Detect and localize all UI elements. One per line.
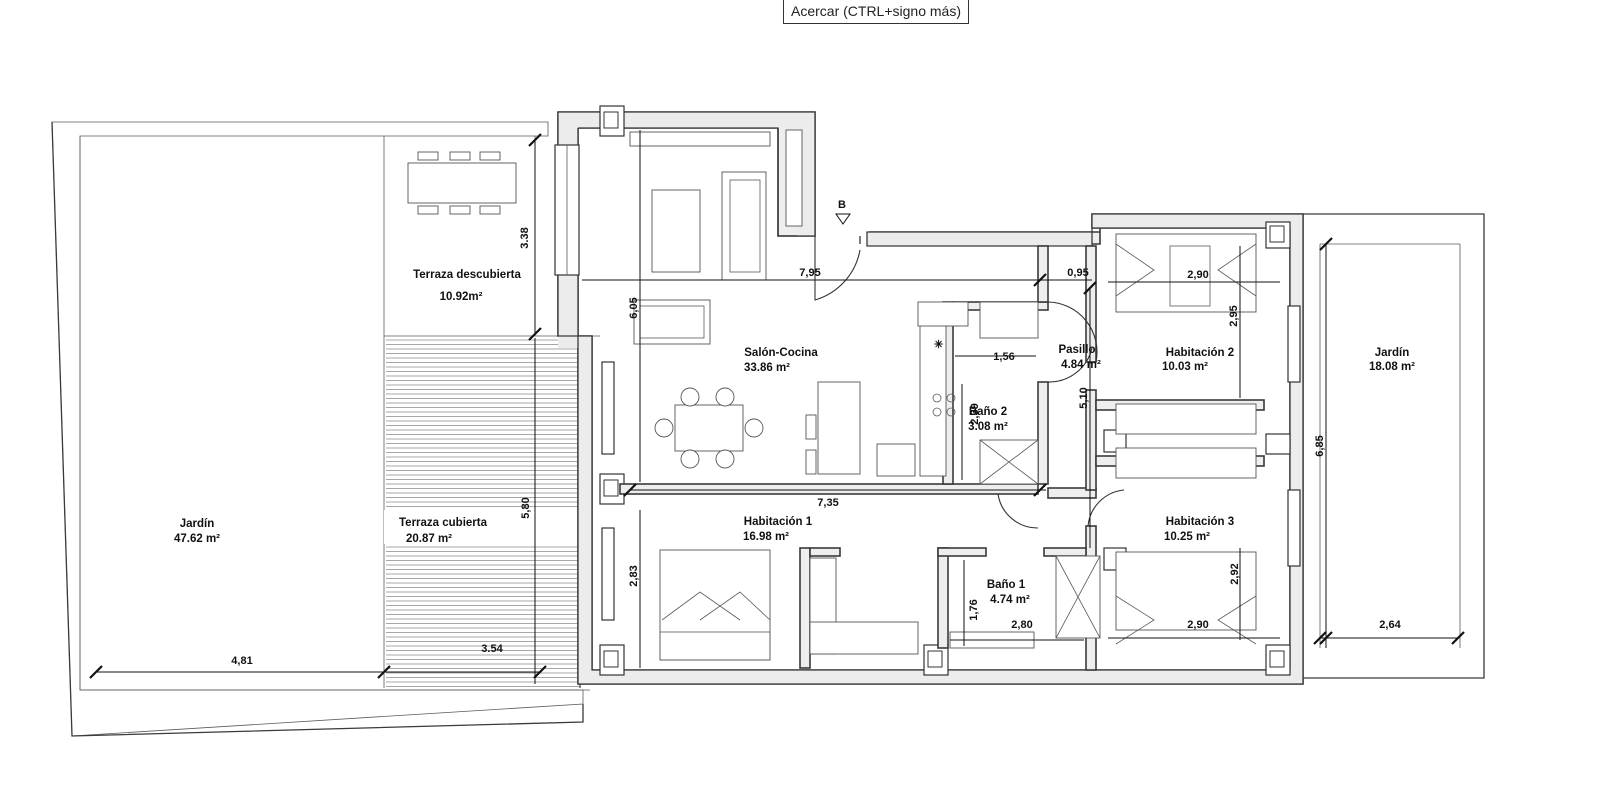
habitacion3-name: Habitación 3 (1166, 516, 1234, 528)
bano2-area: 3.08 m² (968, 421, 1008, 433)
bano1-name: Baño 1 (987, 579, 1026, 591)
bed-habitacion-1 (659, 549, 771, 661)
dim-1-56: 1,56 (993, 351, 1014, 363)
terraza-cubierta-area: 20.87 m² (406, 533, 452, 545)
section-marker-label: B (838, 199, 846, 211)
jardin-right-area: 18.08 m² (1369, 361, 1415, 373)
left-garden-area (51, 121, 600, 737)
dim-0-95: 0,95 (1067, 267, 1088, 279)
wardrobes (809, 403, 1257, 655)
room-labels: Jardín 47.62 m² Terraza descubierta 10.9… (174, 269, 1415, 606)
dim-7-95: 7,95 (799, 267, 820, 279)
bathroom-1-fixtures (949, 555, 1101, 649)
structural-columns (599, 105, 1291, 676)
dining-table-indoor (654, 387, 764, 469)
kitchen-units: ✳ (805, 301, 969, 477)
dim-7-35: 7,35 (817, 497, 838, 509)
dim-6-85: 6,85 (1314, 435, 1326, 456)
bano2-name: Baño 2 (969, 406, 1007, 418)
terraza-descubierta-area: 10.92m² (440, 291, 483, 303)
bano1-area: 4.74 m² (990, 594, 1030, 606)
dimension-labels: 3.38 7,95 0,95 2,90 2,95 6,05 1,56 5,10 … (231, 227, 1401, 667)
outdoor-dining-table (407, 151, 517, 215)
dim-2-39: 2,39 (969, 403, 981, 424)
pasillo-name: Pasillo (1058, 344, 1095, 356)
windows (554, 144, 1301, 621)
bed-habitacion-3 (1115, 551, 1257, 645)
dim-1-76: 1,76 (968, 599, 980, 620)
dim-3-54: 3.54 (481, 643, 503, 655)
dim-5-10: 5,10 (1078, 387, 1090, 408)
habitacion2-area: 10.03 m² (1162, 361, 1208, 373)
terraza-descubierta-name: Terraza descubierta (413, 269, 521, 281)
jardin-left-area: 47.62 m² (174, 533, 220, 545)
salon-cocina-area: 33.86 m² (744, 362, 790, 374)
habitacion1-name: Habitación 1 (744, 516, 813, 528)
dim-2-92: 2,92 (1229, 563, 1241, 584)
dim-2-95: 2,95 (1228, 305, 1240, 326)
dim-2-83: 2,83 (628, 565, 640, 586)
habitacion1-area: 16.98 m² (743, 531, 789, 543)
salon-cocina-name: Salón-Cocina (744, 347, 818, 359)
pasillo-area: 4.84 m² (1061, 359, 1101, 371)
living-room-furniture (629, 129, 803, 345)
dim-2-90-top: 2,90 (1187, 269, 1208, 281)
covered-terrace-decking (386, 338, 581, 688)
dim-2-80: 2,80 (1011, 619, 1032, 631)
terraza-cubierta-label: Terraza cubierta 20.87 m² (384, 510, 508, 545)
dim-3-38: 3.38 (519, 227, 531, 248)
jardin-right-name: Jardín (1375, 347, 1410, 359)
dim-5-80: 5,80 (520, 497, 532, 518)
dim-4-81: 4,81 (231, 655, 252, 667)
dim-6-05: 6,05 (628, 297, 640, 318)
jardin-left-name: Jardín (180, 518, 215, 530)
extractor-fan-icon: ✳ (934, 339, 943, 351)
dim-2-90-bottom: 2,90 (1187, 619, 1208, 631)
dimension-lines (89, 130, 1465, 684)
habitacion3-area: 10.25 m² (1164, 531, 1210, 543)
right-garden-area (1303, 213, 1485, 679)
doors (814, 236, 1125, 529)
zoom-tooltip: Acercar (CTRL+signo más) (783, 0, 969, 24)
habitacion2-name: Habitación 2 (1166, 347, 1234, 359)
bathroom-2-fixtures (979, 301, 1039, 485)
dim-2-64: 2,64 (1379, 619, 1401, 631)
section-marker-b: B (835, 199, 851, 225)
terraza-cubierta-name: Terraza cubierta (399, 517, 488, 529)
bed-habitacion-2 (1115, 233, 1257, 313)
